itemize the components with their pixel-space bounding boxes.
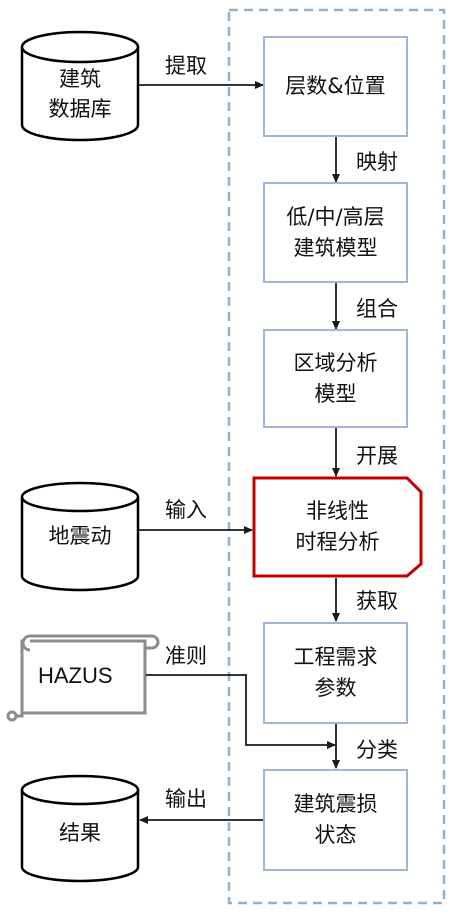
floor-position-box: 层数&位置 [263, 36, 408, 137]
regional-model-text: 区域分析 模型 [293, 350, 378, 406]
regional-model-box: 区域分析 模型 [263, 329, 408, 428]
damage-state-box: 建筑震损 状态 [263, 769, 408, 871]
hazus-scroll [6, 634, 160, 722]
floor-position-text: 层数&位置 [285, 74, 386, 98]
criterion-label: 准则 [165, 644, 207, 668]
ground-motion-label: 地震动 [48, 524, 112, 548]
building-database-cylinder [20, 30, 140, 142]
result-label: 结果 [59, 821, 101, 845]
building-model-text: 低/中/高层 建筑模型 [286, 204, 385, 260]
output-label: 输出 [165, 787, 207, 811]
combine-label: 组合 [356, 297, 398, 321]
input-label: 输入 [165, 498, 207, 522]
building-model-box: 低/中/高层 建筑模型 [263, 182, 408, 283]
building-database-label: 建筑 数据库 [48, 67, 112, 121]
carry-out-label: 开展 [356, 444, 398, 468]
obtain-label: 获取 [356, 589, 398, 613]
result-cylinder [20, 774, 140, 883]
map-label: 映射 [356, 150, 398, 174]
process-container [227, 8, 446, 905]
criterion-connector [146, 674, 336, 749]
damage-state-text: 建筑震损 状态 [293, 792, 378, 847]
ground-motion-cylinder [20, 481, 140, 592]
classify-label: 分类 [356, 738, 398, 762]
nonlinear-analysis-shape [252, 476, 423, 578]
nonlinear-analysis-text: 非线性 时程分析 [295, 499, 380, 554]
nonlinear-analysis-box: 非线性 时程分析 [254, 478, 421, 576]
hazus-label: HAZUS [38, 663, 113, 688]
demand-params-text: 工程需求 参数 [293, 645, 378, 700]
extract-label: 提取 [165, 54, 207, 78]
demand-params-box: 工程需求 参数 [263, 622, 408, 724]
